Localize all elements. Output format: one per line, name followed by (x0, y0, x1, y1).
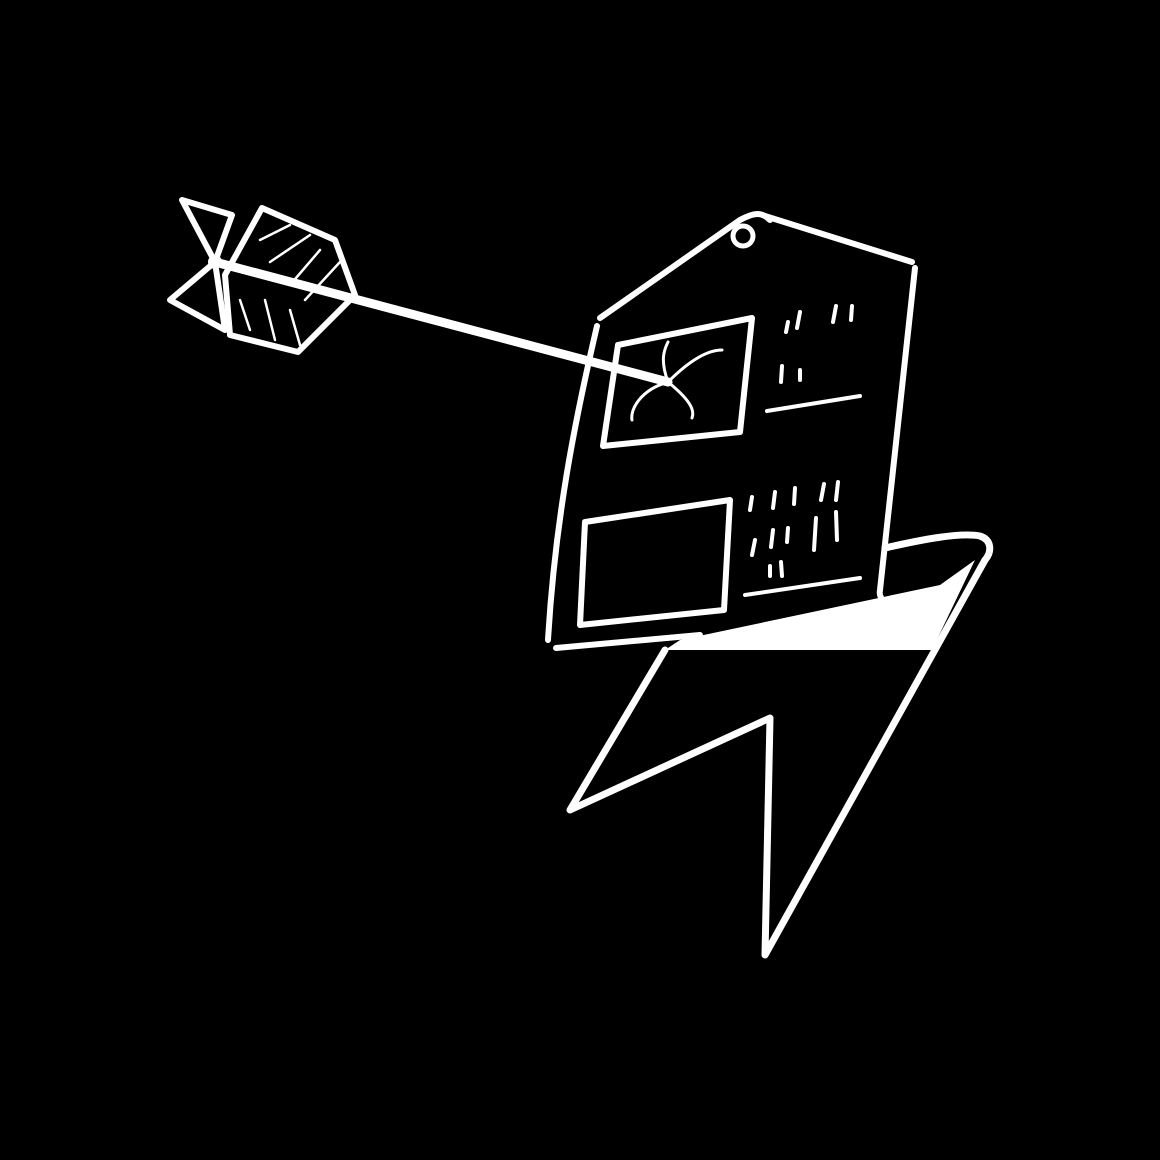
arrow-icon (167, 197, 673, 387)
lightning-bolt-icon (566, 531, 994, 959)
tag-card-icon (545, 211, 918, 651)
